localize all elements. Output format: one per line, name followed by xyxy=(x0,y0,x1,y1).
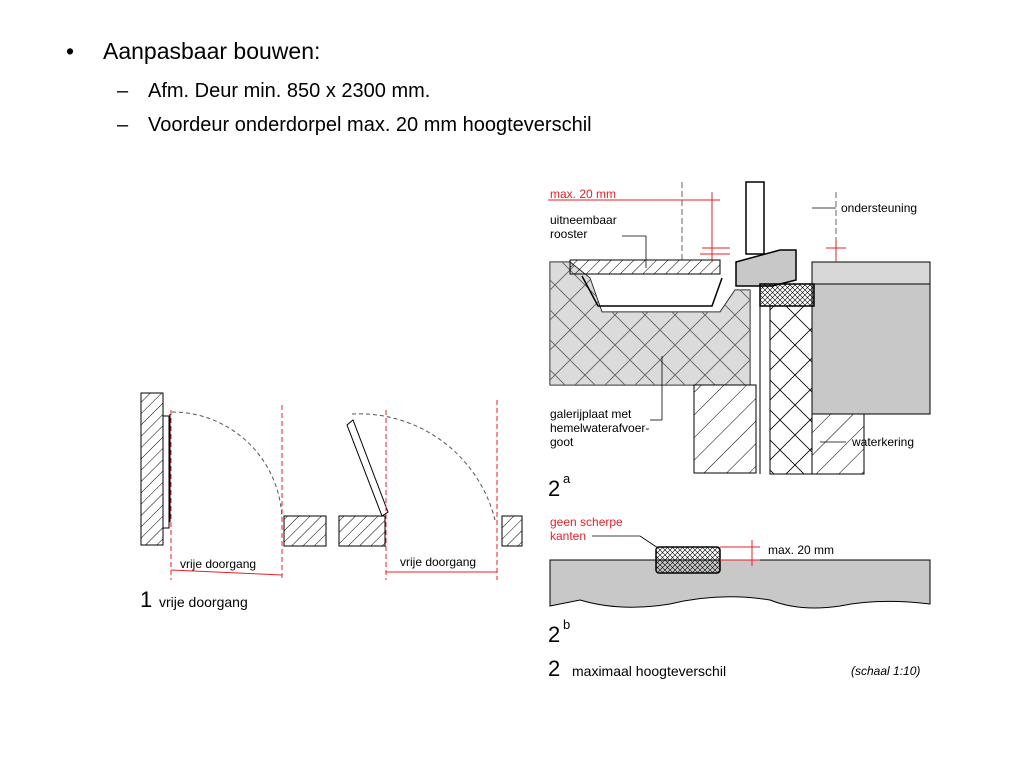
grate xyxy=(569,259,721,275)
label-galerijplaat-line3: goot xyxy=(550,435,574,449)
label-scherpe-line2: kanten xyxy=(550,529,586,543)
leader-line xyxy=(639,535,659,549)
label-galerijplaat-line1: galerijplaat met xyxy=(550,407,632,421)
figure-2b: geen scherpe kanten max. 20 mm 2 b xyxy=(548,515,931,647)
label-rooster-line1: uitneembaar xyxy=(550,213,617,227)
figure-1-number: 1 xyxy=(140,587,152,612)
floor-section xyxy=(549,559,931,609)
label-waterkering: waterkering xyxy=(851,435,914,449)
door-profile xyxy=(745,181,765,255)
wall-stub-right xyxy=(501,515,523,547)
door-leaf-open xyxy=(346,419,389,517)
label-max-20mm-a: max. 20 mm xyxy=(550,187,616,201)
threshold-support xyxy=(759,283,815,307)
figure-2-caption: maximaal hoogteverschil xyxy=(572,663,726,679)
label-scherpe-line1: geen scherpe xyxy=(550,515,623,529)
figure-1-caption: vrije doorgang xyxy=(159,594,248,610)
floor-inside xyxy=(811,261,931,285)
figure-2a-number: 2 xyxy=(548,476,560,501)
door-swing-arc xyxy=(351,413,496,521)
label-galerijplaat-line2: hemelwaterafvoer- xyxy=(550,421,649,435)
figure-2-scale: (schaal 1:10) xyxy=(851,664,920,678)
dimension-label-right: vrije doorgang xyxy=(400,555,476,569)
sub-item-text: Afm. Deur min. 850 x 2300 mm. xyxy=(148,80,431,102)
label-ondersteuning: ondersteuning xyxy=(841,201,917,215)
gutter-outline xyxy=(581,275,723,307)
figure-2b-superscript: b xyxy=(563,617,570,632)
door-frame xyxy=(162,415,170,529)
gallery-slab-fill xyxy=(550,262,750,385)
door-swing-arc xyxy=(171,411,283,523)
figure-2b-number: 2 xyxy=(548,622,560,647)
wall-stub-middle xyxy=(283,515,327,547)
label-max-20mm-b: max. 20 mm xyxy=(768,543,834,557)
wall-left xyxy=(140,392,164,546)
wall-stub-left xyxy=(338,515,386,547)
figure-2a: max. 20 mm uitneembaar rooster ondersteu… xyxy=(548,181,931,501)
figure-2-number: 2 xyxy=(548,656,560,681)
bullet-icon: • xyxy=(66,38,75,64)
figure-1: vrije doorgang vrije doorgang 1 vrije do… xyxy=(140,392,523,612)
dimension-label-left: vrije doorgang xyxy=(180,557,256,571)
threshold-block xyxy=(655,546,721,574)
label-rooster-line2: rooster xyxy=(550,227,587,241)
figure-2a-superscript: a xyxy=(563,471,571,486)
threshold xyxy=(735,249,797,287)
wall-below-left xyxy=(693,384,757,474)
bullet-title: Aanpasbaar bouwen: xyxy=(103,38,321,64)
frame-post xyxy=(769,305,813,475)
sub-item-text: Voordeur onderdorpel max. 20 mm hoogteve… xyxy=(148,114,592,136)
dash-icon: – xyxy=(117,114,129,136)
dash-icon: – xyxy=(117,80,129,102)
dimension-line xyxy=(170,569,283,576)
floor-slab-inside xyxy=(811,283,931,415)
